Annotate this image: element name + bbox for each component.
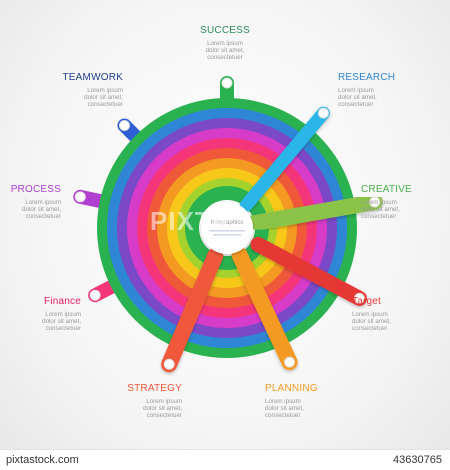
spoke-knob-creative: [369, 196, 381, 208]
label-title: CREATIVE: [361, 184, 412, 195]
label-title: TEAMWORK: [62, 72, 123, 83]
spoke-knob-research: [317, 107, 329, 119]
label-finance: Finance Lorem ipsum dolor sit amet, cons…: [0, 296, 81, 332]
label-title: PROCESS: [10, 184, 61, 195]
label-body: Lorem ipsum dolor sit amet, consectetuer: [42, 311, 81, 332]
center-hub: Infographics: [201, 202, 253, 254]
footer-bar: pixtastock.com 43630765: [0, 449, 450, 470]
label-research: RESEARCH Lorem ipsum dolor sit amet, con…: [338, 72, 448, 108]
hub-text: Infographics: [211, 220, 244, 226]
watermark: PIXTA: [150, 206, 230, 236]
label-title: Target: [352, 296, 381, 307]
label-teamwork: TEAMWORK Lorem ipsum dolor sit amet, con…: [13, 72, 124, 108]
label-process: PROCESS Lorem ipsum dolor sit amet, cons…: [0, 184, 61, 220]
spoke-strategy: [161, 247, 224, 373]
spoke-knob-strategy: [163, 358, 175, 370]
label-body: Lorem ipsum dolor sit amet, consectetuer: [143, 398, 182, 419]
label-strategy: STRATEGY Lorem ipsum dolor sit amet, con…: [72, 383, 182, 419]
label-body: Lorem ipsum dolor sit amet, consectetuer: [361, 199, 400, 220]
label-target: Target Lorem ipsum dolor sit amet, conse…: [352, 296, 450, 332]
spoke-knob-finance: [89, 289, 101, 301]
spoke-bar-research: [239, 106, 330, 212]
spoke-knob-teamwork: [118, 119, 130, 131]
spoke-knob-process: [74, 191, 86, 203]
hub-line-1: [209, 230, 245, 232]
spoke-knob-planning: [284, 356, 296, 368]
spoke-knob-target: [353, 292, 365, 304]
label-planning: PLANNING Lorem ipsum dolor sit amet, con…: [265, 383, 375, 419]
spoke-knob-success: [221, 77, 233, 89]
label-title: PLANNING: [265, 383, 318, 394]
spoke-bar-strategy: [161, 247, 224, 373]
label-creative: CREATIVE Lorem ipsum dolor sit amet, con…: [361, 184, 450, 220]
spoke-creative: [238, 193, 383, 233]
label-success: SUCCESS Lorem ipsum dolor sit amet, cons…: [170, 25, 280, 61]
label-title: RESEARCH: [338, 72, 396, 83]
footer-brand: pixtastock.com: [6, 454, 79, 466]
label-title: Finance: [44, 296, 81, 307]
label-title: STRATEGY: [127, 383, 182, 394]
label-body: Lorem ipsum dolor sit amet, consectetuer: [22, 199, 61, 220]
spoke-bar-target: [250, 236, 367, 306]
label-body: Lorem ipsum dolor sit amet, consectetuer: [352, 311, 391, 332]
label-body: Lorem ipsum dolor sit amet, consectetuer: [84, 87, 123, 108]
footer-image-id: 43630765: [393, 454, 442, 466]
spoke-target: [250, 236, 367, 306]
spokes-over-layer: [161, 106, 383, 373]
spoke-bar-planning: [231, 247, 298, 371]
spoke-bar-creative: [238, 193, 383, 233]
label-title: SUCCESS: [200, 25, 250, 36]
label-body: Lorem ipsum dolor sit amet, consectetuer: [205, 40, 245, 61]
spoke-planning: [231, 247, 298, 371]
label-body: Lorem ipsum dolor sit amet, consectetuer: [265, 398, 304, 419]
hub-line-2: [213, 234, 241, 236]
label-body: Lorem ipsum dolor sit amet, consectetuer: [338, 87, 377, 108]
spoke-research: [239, 106, 330, 212]
